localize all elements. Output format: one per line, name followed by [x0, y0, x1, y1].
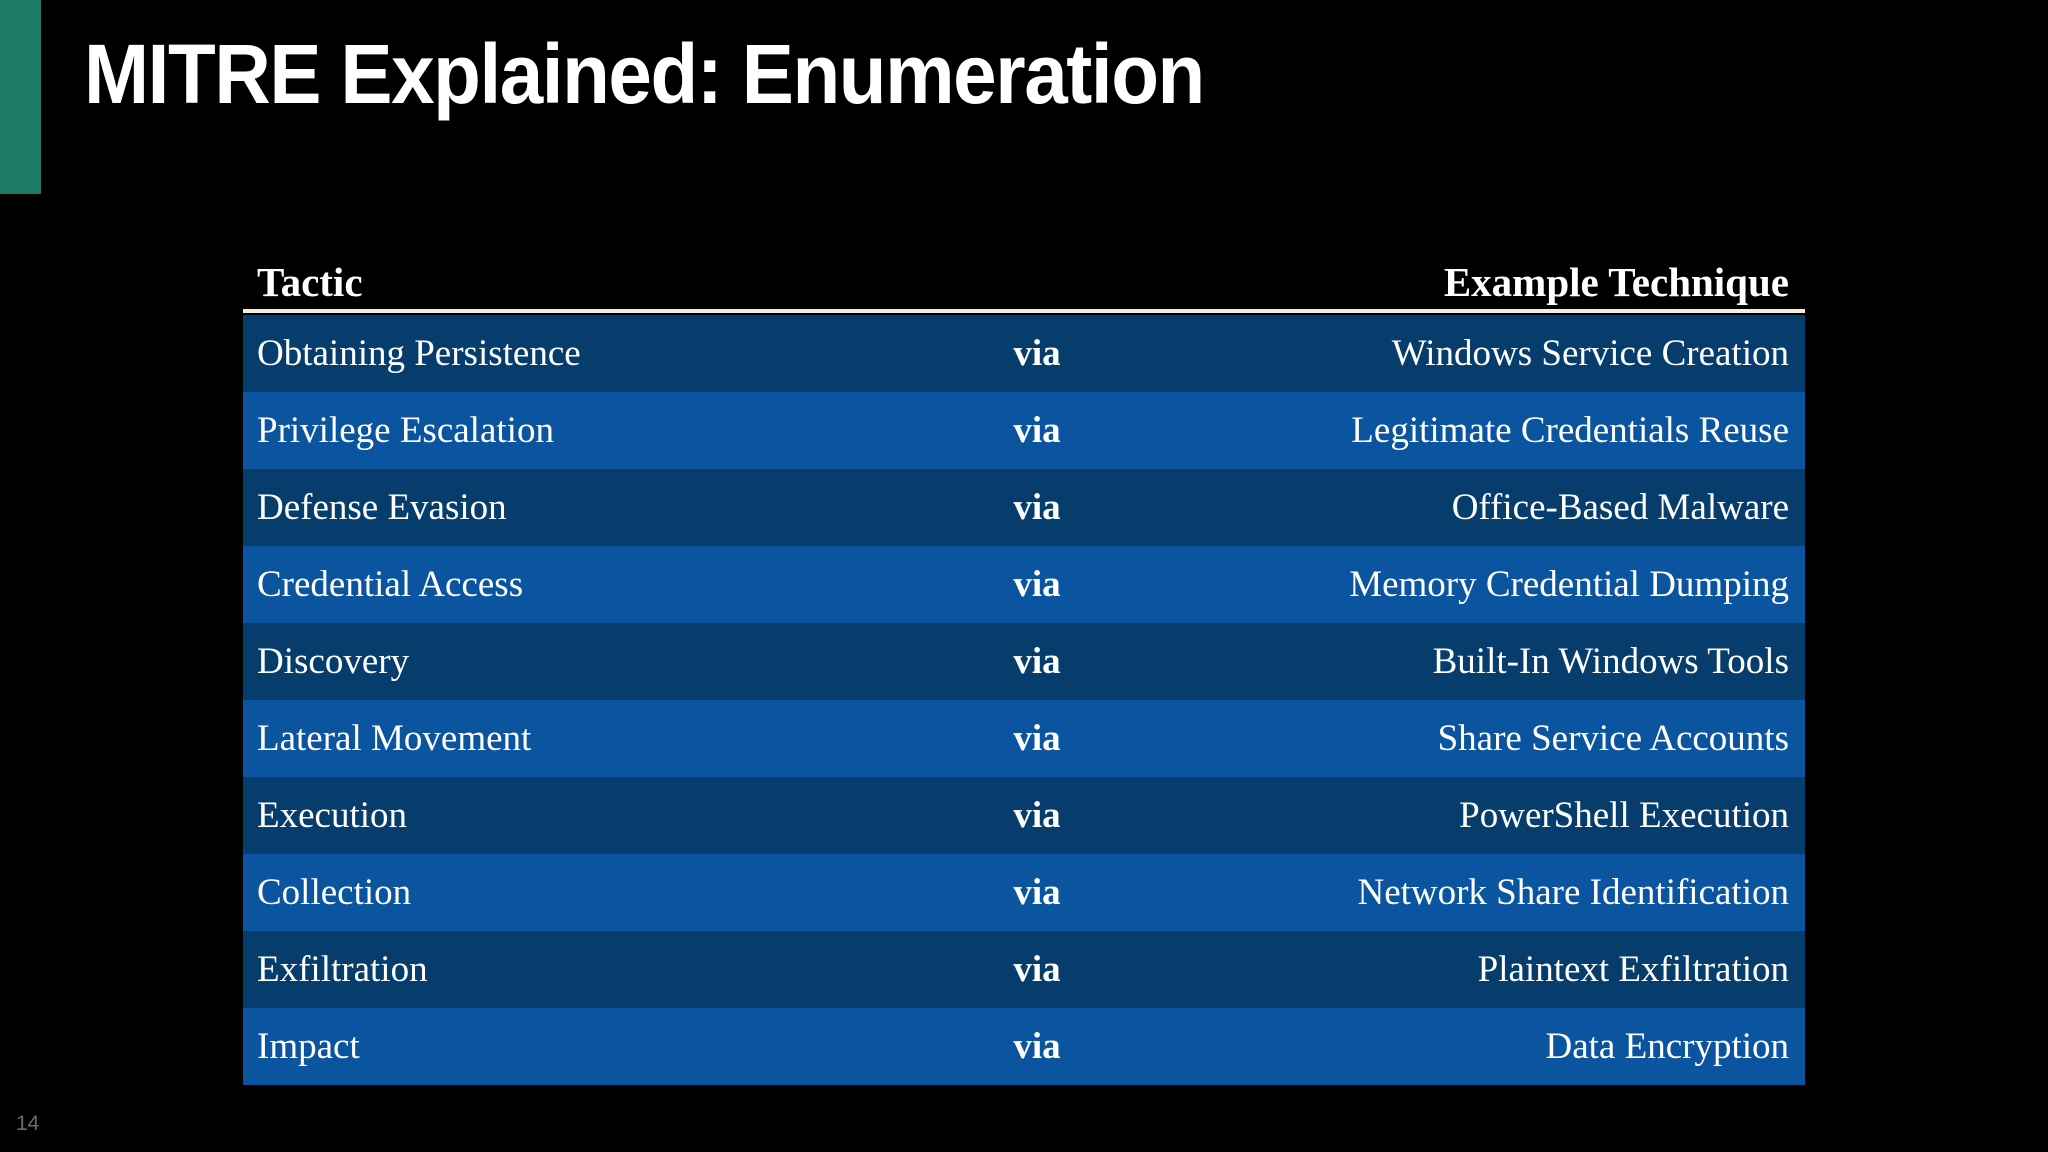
cell-tactic: Privilege Escalation: [257, 409, 554, 451]
cell-via: via: [1013, 640, 1061, 682]
cell-via: via: [1013, 486, 1061, 528]
cell-technique: Share Service Accounts: [1437, 717, 1789, 759]
table-body: Obtaining Persistence via Windows Servic…: [243, 315, 1805, 1085]
cell-tactic: Obtaining Persistence: [257, 332, 581, 374]
table-row[interactable]: Execution via PowerShell Execution: [243, 777, 1805, 854]
cell-via: via: [1013, 717, 1061, 759]
cell-tactic: Exfiltration: [257, 948, 428, 990]
cell-via: via: [1013, 948, 1061, 990]
table-row[interactable]: Obtaining Persistence via Windows Servic…: [243, 315, 1805, 392]
cell-technique: Plaintext Exfiltration: [1477, 948, 1789, 990]
cell-via: via: [1013, 409, 1061, 451]
table-row[interactable]: Lateral Movement via Share Service Accou…: [243, 700, 1805, 777]
cell-via: via: [1013, 332, 1061, 374]
page-number: 14: [16, 1112, 40, 1135]
cell-via: via: [1013, 1025, 1061, 1067]
cell-via: via: [1013, 563, 1061, 605]
table-row[interactable]: Discovery via Built-In Windows Tools: [243, 623, 1805, 700]
cell-technique: Built-In Windows Tools: [1432, 640, 1789, 682]
table-row[interactable]: Defense Evasion via Office-Based Malware: [243, 469, 1805, 546]
cell-technique: Windows Service Creation: [1391, 332, 1789, 374]
cell-technique: Memory Credential Dumping: [1349, 563, 1789, 605]
cell-via: via: [1013, 794, 1061, 836]
table-row[interactable]: Privilege Escalation via Legitimate Cred…: [243, 392, 1805, 469]
cell-technique: Data Encryption: [1545, 1025, 1790, 1067]
column-header-example-technique: Example Technique: [1443, 259, 1789, 305]
cell-tactic: Lateral Movement: [257, 717, 532, 759]
cell-tactic: Impact: [257, 1025, 360, 1067]
cell-technique: Network Share Identification: [1357, 871, 1789, 913]
mitre-tactics-table: Tactic Example Technique Obtaining Persi…: [243, 244, 1805, 1085]
header-divider-line: [243, 309, 1805, 313]
column-header-tactic: Tactic: [257, 259, 363, 305]
table-row[interactable]: Credential Access via Memory Credential …: [243, 546, 1805, 623]
green-accent-bar: [0, 0, 41, 194]
cell-tactic: Execution: [257, 794, 408, 836]
table-row[interactable]: Exfiltration via Plaintext Exfiltration: [243, 931, 1805, 1008]
cell-via: via: [1013, 871, 1061, 913]
cell-technique: Legitimate Credentials Reuse: [1351, 409, 1789, 451]
table-row[interactable]: Impact via Data Encryption: [243, 1008, 1805, 1085]
cell-tactic: Collection: [257, 871, 412, 913]
cell-technique: PowerShell Execution: [1459, 794, 1789, 836]
cell-tactic: Defense Evasion: [257, 486, 507, 528]
table-header-row: Tactic Example Technique: [243, 244, 1805, 304]
cell-tactic: Credential Access: [257, 563, 524, 605]
cell-technique: Office-Based Malware: [1451, 486, 1789, 528]
table-row[interactable]: Collection via Network Share Identificat…: [243, 854, 1805, 931]
page-title: MITRE Explained: Enumeration: [84, 27, 1205, 121]
cell-tactic: Discovery: [257, 640, 410, 682]
